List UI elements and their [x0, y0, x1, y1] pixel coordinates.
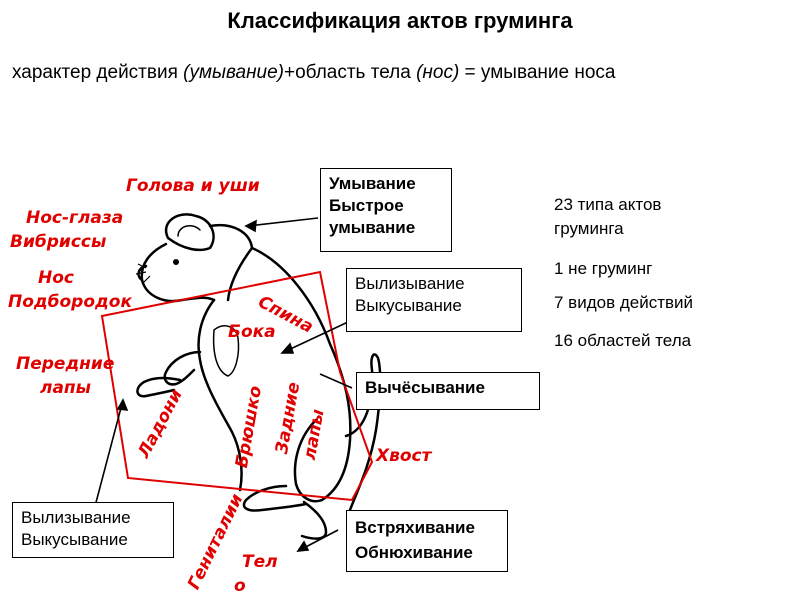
rat-ear-inner [177, 225, 201, 237]
region-chin: Подбородок [8, 292, 132, 312]
formula-action: (умывание) [183, 62, 284, 83]
rat-hind-leg [293, 418, 324, 503]
rat-fur-patch [212, 325, 240, 377]
page-title: Классификация актов груминга [227, 8, 573, 33]
formula-region: (нос) [416, 62, 460, 83]
action-shaking-line1: Встряхивание [355, 518, 475, 537]
formula-part2: +область тела [284, 62, 417, 83]
action-licking-bottom-line2: Выкусывание [21, 530, 128, 549]
arrow-licking-bottom-head [116, 398, 129, 411]
arrow-washing [247, 217, 319, 227]
action-washing-line3: умывание [329, 218, 416, 237]
arrow-combing [319, 373, 353, 389]
rat-whiskers [135, 263, 151, 285]
region-nose-eyes: Нос-глаза [26, 208, 124, 228]
region-tail: Хвост [376, 446, 432, 466]
action-box-combing: Вычёсывание [356, 372, 540, 410]
action-combing-line1: Вычёсывание [365, 378, 485, 397]
region-front-paws-line2: лапы [40, 378, 92, 398]
rat-hind-foot-2 [300, 500, 328, 540]
region-front-paws-line1: Передние [16, 354, 115, 374]
arrow-shaking-head [296, 540, 310, 552]
region-head-ears: Голова и уши [126, 176, 260, 196]
arrow-licking-top [283, 321, 349, 353]
summary-line2: груминга [554, 219, 624, 238]
action-washing-line2: Быстрое [329, 196, 404, 215]
action-licking-top-line1: Вылизывание [355, 274, 465, 293]
action-licking-bottom-line1: Вылизывание [21, 508, 131, 527]
formula-part3: = умывание носа [459, 62, 616, 83]
rat-chest [197, 298, 243, 492]
rat-eye [173, 259, 179, 265]
summary-line3: 1 не груминг [554, 259, 653, 278]
formula-subtitle: характер действия (умывание)+область тел… [12, 62, 615, 84]
summary-line5: 16 областей тела [554, 331, 692, 350]
action-licking-top-line2: Выкусывание [355, 296, 462, 315]
arrow-licking-top-head [280, 342, 295, 354]
body-region-outline [100, 270, 374, 502]
formula-part1: характер действия [12, 62, 184, 83]
rat-front-paw-right [136, 376, 182, 398]
action-box-licking-top: Вылизывание Выкусывание [346, 268, 522, 332]
rat-ear [164, 213, 215, 252]
action-shaking-line2: Обнюхивание [355, 543, 473, 562]
region-vibrissae: Вибриссы [10, 232, 107, 252]
rat-hind-foot [242, 484, 308, 512]
region-body-line2: о [234, 576, 246, 596]
arrow-licking-bottom [93, 403, 123, 511]
region-nose: Нос [38, 268, 74, 288]
region-body-line1: Тел [242, 552, 278, 572]
action-box-washing: Умывание Быстрое умывание [320, 168, 452, 252]
arrow-washing-head [244, 219, 257, 233]
summary-line1: 23 типа актов [554, 195, 662, 214]
rat-front-paw-left [163, 350, 202, 386]
action-box-shaking: Встряхивание Обнюхивание [346, 510, 508, 572]
action-box-licking-bottom: Вылизывание Выкусывание [12, 502, 174, 558]
region-flanks: Бока [228, 322, 276, 342]
summary-line4: 7 видов действий [554, 293, 694, 312]
action-washing-line1: Умывание [329, 174, 416, 193]
rat-back [250, 246, 352, 502]
